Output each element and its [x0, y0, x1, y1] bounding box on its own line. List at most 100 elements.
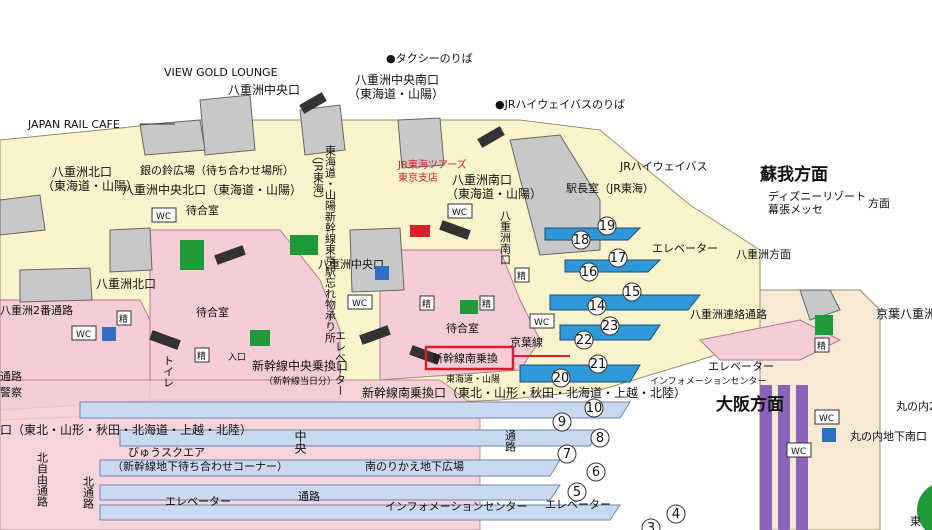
station-master-label: 駅長室（JR東海） — [566, 181, 654, 195]
jr-highway-bus-label: JRハイウェイバス — [619, 160, 707, 173]
green-block-3 — [250, 330, 270, 346]
platform-number-21: 21 — [588, 354, 608, 374]
elevator-label-4: エレベーター — [545, 498, 611, 511]
platform-number-17: 17 — [608, 248, 628, 268]
keiyo-yaesu-underground-label: 京葉八重洲地下口 — [876, 307, 932, 321]
platform-number-18: 18 — [571, 230, 591, 250]
central-vertical: 中央 — [293, 429, 307, 454]
taxi-label: ●タクシーのりば — [386, 52, 473, 65]
svg-text:精: 精 — [482, 298, 491, 310]
platform-number-label: 22 — [576, 333, 593, 348]
direction-suffix-label: 方面 — [868, 196, 890, 210]
svg-text:WC: WC — [452, 208, 467, 218]
platform-number-15: 15 — [622, 282, 642, 302]
platform-number-16: 16 — [579, 262, 599, 282]
platform-number-label: 19 — [599, 219, 616, 234]
platform-number-label: 9 — [558, 415, 566, 430]
shinkansen-south-transfer-full-label: 新幹線南乗換口（東北・山形・秋田・北海道・上越・北陸） — [362, 385, 686, 400]
jr-tokai-tours-shop — [410, 225, 430, 237]
osaka-direction-label: 大阪方面 — [716, 394, 784, 415]
platform-number-4: 4 — [666, 504, 686, 524]
platform-number-label: 20 — [553, 371, 570, 386]
yaesu-central-north-exit-label: 八重洲中央北口（東海道・山陽） — [122, 182, 302, 197]
jr-tokai-vertical: （JR東海） — [312, 150, 325, 205]
platform-number-label: 23 — [602, 319, 619, 334]
jr-tokai-tours-label: JR東海ツアーズ — [397, 158, 467, 171]
japan-rail-cafe-label: JAPAN RAIL CAFE — [27, 118, 120, 131]
view-gold-lounge-building — [199, 94, 256, 156]
green-block-5 — [815, 315, 833, 335]
north-passage-vertical: 北通路 — [82, 476, 95, 510]
platform-number-6: 6 — [586, 462, 606, 482]
yaesu-central-exit-label: 八重洲中央口 — [228, 82, 300, 97]
keiyo-tracks — [760, 385, 808, 530]
north-free-passage-vertical: 北自由通路 — [36, 452, 49, 508]
platform-number-label: 4 — [672, 507, 680, 522]
east-gray-strip — [799, 289, 841, 321]
svg-text:WC: WC — [534, 318, 549, 328]
accessible-toilet-icons — [102, 266, 836, 442]
wc-markers: WC WC WC WC WC WC WC — [71, 203, 840, 458]
waiting-room-1: 待合室 — [186, 203, 219, 217]
yaesu-2-passage-label: 八重洲2番通路 — [0, 303, 73, 317]
platform-number-label: 17 — [610, 251, 627, 266]
yaesu-south-sub: （東海道・山陽） — [446, 186, 542, 201]
svg-text:WC: WC — [352, 299, 367, 309]
elevator-vertical: エレベーター — [334, 330, 347, 396]
green-block-2 — [290, 235, 318, 255]
svg-text:WC: WC — [156, 212, 171, 222]
center-block — [349, 227, 405, 293]
platform-number-7: 7 — [557, 444, 577, 464]
gin-no-suzu-label: 銀の鈴広場（待ち合わせ場所） — [140, 163, 294, 177]
tokaido-sanyo-small: 東海道・山陽 — [446, 373, 500, 385]
green-block-4 — [460, 300, 478, 314]
information-center-label-2: インフォメーションセンター — [385, 500, 527, 513]
yaesu-connecting-passage-label: 八重洲連絡通路 — [690, 307, 767, 321]
yaesu-central-vertical: 八重洲中央口 — [318, 257, 384, 271]
svg-text:WC: WC — [791, 447, 806, 457]
disney-resort-label: ディズニーリゾート — [768, 189, 866, 203]
tokyo-branch-label: 東京支店 — [398, 171, 438, 184]
green-marker — [917, 485, 932, 530]
elevator-label-1: エレベーター — [652, 242, 718, 255]
left-building-3 — [109, 227, 153, 273]
yaesu-north-exit-label: 八重洲北口 — [52, 165, 112, 179]
platform-number-19: 19 — [597, 216, 617, 236]
marunouchi-underground-label: 丸の内地下南口 — [850, 429, 927, 443]
platform-number-3: 3 — [641, 518, 661, 530]
yaesu-central-south-exit-label: 八重洲中央南口 — [355, 72, 439, 87]
svg-text:精: 精 — [817, 340, 826, 352]
platform-number-8: 8 — [590, 428, 610, 448]
platform-number-label: 14 — [589, 299, 606, 314]
escalator-icons — [149, 92, 505, 365]
platform-number-label: 21 — [590, 357, 607, 372]
yaesu-direction-label: 八重洲方面 — [736, 247, 791, 261]
red-highlight-box[interactable] — [424, 345, 515, 371]
platform-number-23: 23 — [600, 316, 620, 336]
waiting-room-3: 待合室 — [446, 321, 479, 335]
svg-text:WC: WC — [819, 414, 834, 424]
view-gold-lounge-label: VIEW GOLD LOUNGE — [164, 66, 278, 79]
platform-number-22: 22 — [574, 330, 594, 350]
platform-number-label: 18 — [573, 233, 590, 248]
makuhari-messe-label: 幕張メッセ — [768, 202, 823, 216]
platform-number-label: 5 — [573, 485, 581, 500]
svg-text:精: 精 — [197, 350, 206, 362]
platform-number-label: 6 — [592, 465, 600, 480]
svg-text:精: 精 — [422, 298, 431, 310]
shinkansen-same-day-label: （新幹線当日分） — [264, 375, 336, 387]
platform-number-10: 10 — [584, 398, 604, 418]
tokaido-shinkansen-vertical: 東海道・山陽新幹線東京駅忘れ物承り所 — [324, 145, 337, 344]
platform-number-label: 10 — [586, 401, 603, 416]
yaesu-south-exit-label: 八重洲南口 — [452, 172, 512, 187]
platform-number-20: 20 — [551, 368, 571, 388]
soga-direction-label: 蘇我方面 — [759, 164, 828, 185]
platform-number-5: 5 — [567, 482, 587, 502]
keiyo-line-label: 京葉線 — [510, 335, 543, 349]
south-underground-plaza-label: 南のりかえ地下広場 — [365, 460, 464, 473]
platform-number-9: 9 — [552, 412, 572, 432]
svg-text:精: 精 — [119, 313, 128, 325]
